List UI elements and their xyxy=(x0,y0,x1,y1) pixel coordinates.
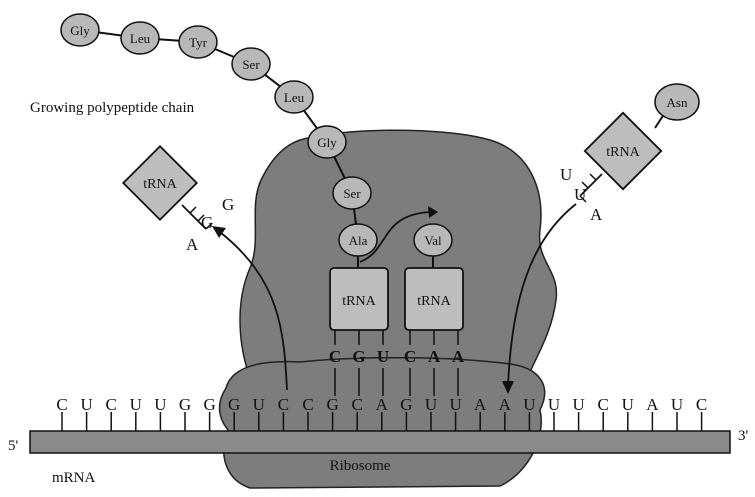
a-site-trna: tRNA C A A xyxy=(404,268,465,366)
polypeptide-chain-label: Growing polypeptide chain xyxy=(30,100,195,116)
exiting-trna: tRNA A G G xyxy=(123,146,234,254)
amino-acid-bead: Ser xyxy=(232,48,270,80)
anticodon-base: U xyxy=(574,185,586,204)
mrna-base: U xyxy=(622,395,634,414)
amino-acid-label: Leu xyxy=(284,90,305,105)
amino-acid-bead: Leu xyxy=(121,22,159,54)
mrna-base: U xyxy=(130,395,142,414)
amino-acid-bead: Ser xyxy=(333,177,371,209)
mrna-base: A xyxy=(474,395,487,414)
trna-label: tRNA xyxy=(143,177,177,192)
mrna-base: U xyxy=(671,395,683,414)
mrna-base: C xyxy=(696,395,707,414)
mrna-base: U xyxy=(154,395,166,414)
mrna-base: A xyxy=(376,395,389,414)
mrna-base: U xyxy=(253,395,265,414)
mrna-base: U xyxy=(572,395,584,414)
amino-acid-label: Leu xyxy=(130,31,151,46)
anticodon-base: U xyxy=(377,347,389,366)
mrna-label: mRNA xyxy=(52,470,96,486)
anticodon-base: A xyxy=(590,205,603,224)
mrna-base: U xyxy=(80,395,92,414)
amino-acid-label: Val xyxy=(424,233,442,248)
incoming-trna: tRNA U U A xyxy=(560,113,661,224)
anticodon-base: G xyxy=(352,347,365,366)
mrna-base: G xyxy=(179,395,191,414)
amino-acid-bead: Tyr xyxy=(179,26,217,58)
anticodon-base: U xyxy=(560,165,572,184)
amino-acid-label: Ser xyxy=(242,57,260,72)
amino-acid-label: Asn xyxy=(667,95,688,110)
incoming-amino-acid: Asn xyxy=(655,84,699,120)
mrna-base: G xyxy=(203,395,215,414)
amino-acid-label: Gly xyxy=(317,135,337,150)
amino-acid-bead: Gly xyxy=(308,126,346,158)
three-prime-label: 3' xyxy=(738,428,749,444)
mrna-base: U xyxy=(523,395,535,414)
amino-acid-label: Gly xyxy=(70,23,90,38)
mrna-base: G xyxy=(400,395,412,414)
amino-acid-bead: Ala xyxy=(339,224,377,256)
anticodon-base: A xyxy=(452,347,465,366)
mrna-base: G xyxy=(228,395,240,414)
mrna-base: A xyxy=(646,395,659,414)
anticodon-base: C xyxy=(404,347,416,366)
amino-acid-label: Ala xyxy=(349,233,368,248)
a-site-amino-acid: Val xyxy=(414,224,452,256)
mrna-base: A xyxy=(499,395,512,414)
anticodon-base: A xyxy=(186,235,199,254)
mrna-base: C xyxy=(56,395,67,414)
amino-acid-bead: Gly xyxy=(61,14,99,46)
anticodon-base: G xyxy=(201,213,213,232)
five-prime-label: 5' xyxy=(8,438,19,454)
ribosome-label: Ribosome xyxy=(330,458,391,474)
mrna-base: C xyxy=(106,395,117,414)
mrna-strand xyxy=(30,431,730,453)
mrna-base: C xyxy=(352,395,363,414)
mrna-base: U xyxy=(548,395,560,414)
anticodon-base: G xyxy=(222,195,234,214)
trna-label: tRNA xyxy=(417,294,451,309)
trna-label: tRNA xyxy=(606,145,640,160)
mrna-base: C xyxy=(302,395,313,414)
amino-acid-bead: Leu xyxy=(275,81,313,113)
mrna-base: U xyxy=(449,395,461,414)
amino-acid-label: Ser xyxy=(343,186,361,201)
ribosome-large-subunit xyxy=(240,130,556,372)
mrna-base: C xyxy=(278,395,289,414)
anticodon-base: A xyxy=(428,347,441,366)
mrna-base: C xyxy=(598,395,609,414)
amino-acid-label: Tyr xyxy=(189,35,208,50)
p-site-trna: tRNA C G U xyxy=(329,268,389,366)
anticodon-base: C xyxy=(329,347,341,366)
mrna-base: U xyxy=(425,395,437,414)
trna-label: tRNA xyxy=(342,294,376,309)
mrna-base: G xyxy=(326,395,338,414)
